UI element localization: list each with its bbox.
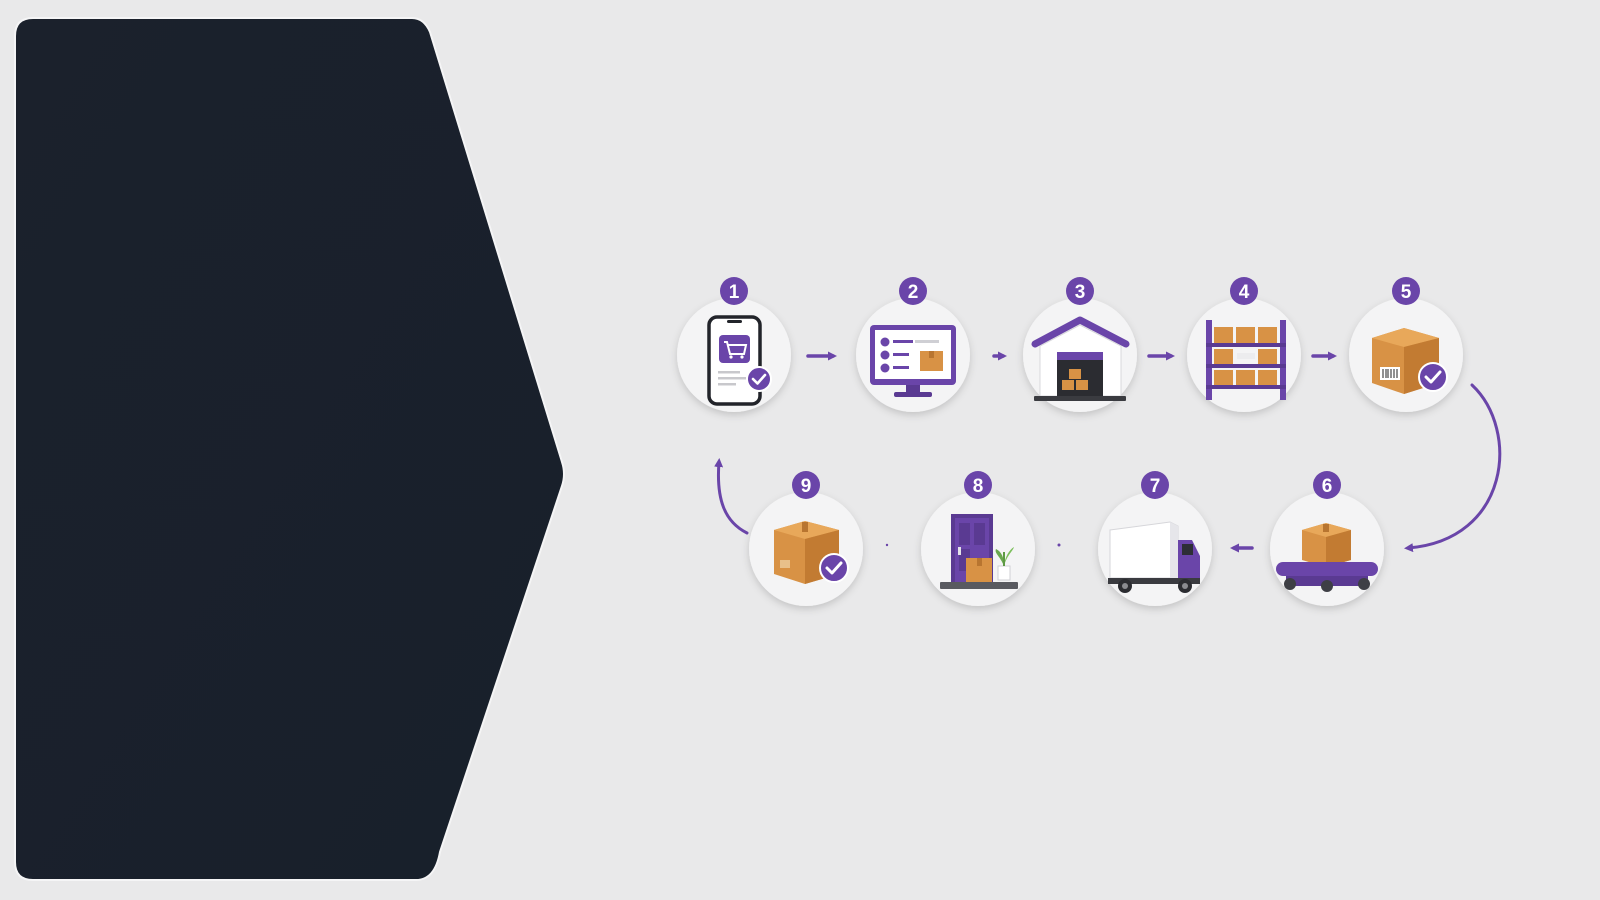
step-number: 3 bbox=[1075, 282, 1086, 303]
connector-arrows bbox=[714, 351, 1502, 553]
step-number: 4 bbox=[1239, 282, 1250, 303]
smartphone-cart-check-icon bbox=[707, 315, 772, 406]
step-5: 5 bbox=[1349, 277, 1463, 412]
step-number: 5 bbox=[1401, 282, 1412, 303]
step-number-badge bbox=[964, 471, 992, 499]
step-number-badge bbox=[792, 471, 820, 499]
dot-8-to-9 bbox=[885, 543, 889, 547]
step-8: 8 bbox=[921, 471, 1035, 606]
step-number: 2 bbox=[908, 282, 919, 303]
step-2: 2 bbox=[856, 277, 970, 412]
package-barcode-check-icon bbox=[1372, 328, 1448, 394]
conveyor-belt-package-icon bbox=[1276, 523, 1378, 592]
step-number-badge bbox=[1313, 471, 1341, 499]
step-9: 9 bbox=[749, 471, 863, 606]
step-number: 9 bbox=[801, 476, 812, 497]
step-1: 1 bbox=[677, 277, 791, 412]
step-number: 7 bbox=[1150, 476, 1161, 497]
step-number-badge bbox=[1230, 277, 1258, 305]
warehouse-icon bbox=[1031, 316, 1130, 401]
step-number: 1 bbox=[729, 282, 740, 303]
step-number-badge bbox=[899, 277, 927, 305]
chevron-panel bbox=[14, 17, 565, 881]
step-3: 3 bbox=[1023, 277, 1137, 412]
step-number-badge bbox=[1141, 471, 1169, 499]
delivery-truck-icon bbox=[1108, 521, 1200, 593]
step-4: 4 bbox=[1187, 277, 1301, 412]
step-number: 6 bbox=[1322, 476, 1333, 497]
monitor-order-checklist-icon bbox=[870, 325, 956, 397]
step-7: 7 bbox=[1098, 471, 1212, 606]
step-number: 8 bbox=[973, 476, 984, 497]
arrow-5-to-6 bbox=[1404, 383, 1502, 553]
step-6: 6 bbox=[1270, 471, 1384, 606]
storage-shelves-icon bbox=[1206, 320, 1286, 400]
step-number-badge bbox=[1392, 277, 1420, 305]
dot-7-to-8 bbox=[1057, 543, 1061, 547]
door-package-delivered-icon bbox=[940, 514, 1018, 589]
step-number-badge bbox=[1066, 277, 1094, 305]
package-received-check-icon bbox=[774, 521, 849, 584]
arrow-9-to-1 bbox=[714, 458, 749, 535]
step-number-badge bbox=[720, 277, 748, 305]
